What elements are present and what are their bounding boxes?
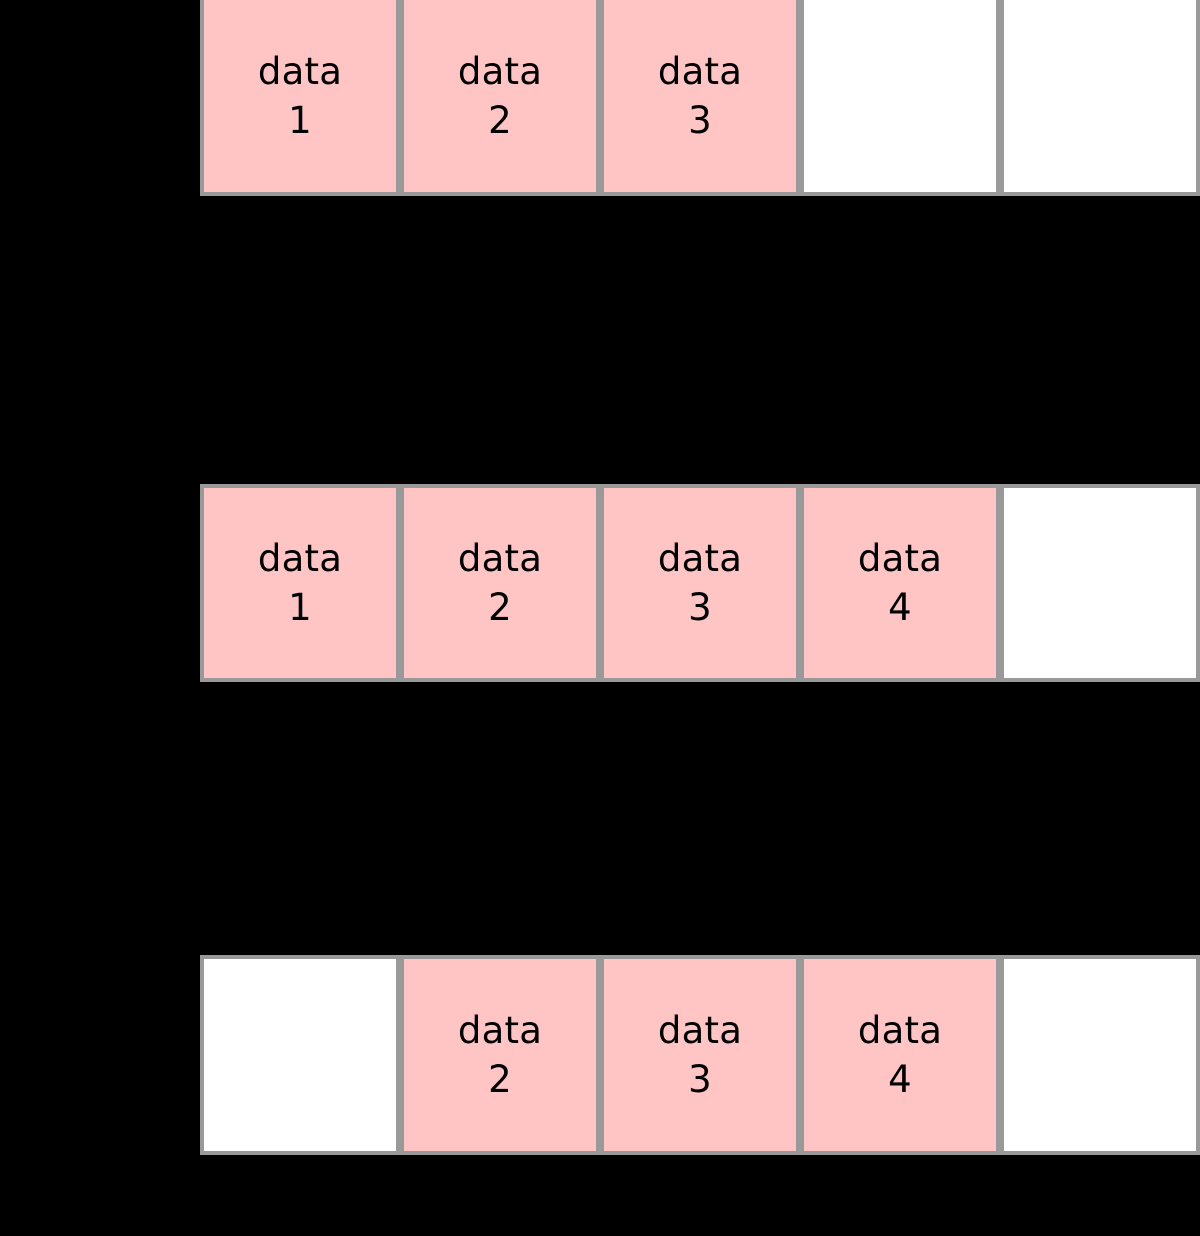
data-cell-label: data 1 <box>257 49 343 142</box>
data-cell-label: data 4 <box>857 536 943 629</box>
data-cell-label: data 2 <box>457 49 543 142</box>
data-cell-label: data 2 <box>457 536 543 629</box>
data-row-1: data 1 data 2 data 3 <box>200 0 1200 196</box>
empty-cell[interactable] <box>204 959 396 1151</box>
data-row-2: data 1 data 2 data 3 data 4 <box>200 484 1200 682</box>
data-cell-label: data 4 <box>857 1008 943 1101</box>
data-cell[interactable]: data 4 <box>804 488 996 678</box>
empty-cell[interactable] <box>1004 0 1196 192</box>
data-cell-label: data 1 <box>257 536 343 629</box>
data-cell-label: data 3 <box>657 536 743 629</box>
data-row-3: data 2 data 3 data 4 <box>200 955 1200 1155</box>
data-cell[interactable]: data 4 <box>804 959 996 1151</box>
data-cell[interactable]: data 2 <box>404 959 596 1151</box>
empty-cell[interactable] <box>1004 488 1196 678</box>
data-cell-label: data 3 <box>657 1008 743 1101</box>
data-cell[interactable]: data 2 <box>404 0 596 192</box>
data-cell[interactable]: data 1 <box>204 0 396 192</box>
data-cell-label: data 2 <box>457 1008 543 1101</box>
empty-cell[interactable] <box>1004 959 1196 1151</box>
data-cell[interactable]: data 2 <box>404 488 596 678</box>
empty-cell[interactable] <box>804 0 996 192</box>
data-cell[interactable]: data 3 <box>604 488 796 678</box>
data-cell-label: data 3 <box>657 49 743 142</box>
data-cell[interactable]: data 1 <box>204 488 396 678</box>
data-cell[interactable]: data 3 <box>604 0 796 192</box>
data-cell[interactable]: data 3 <box>604 959 796 1151</box>
